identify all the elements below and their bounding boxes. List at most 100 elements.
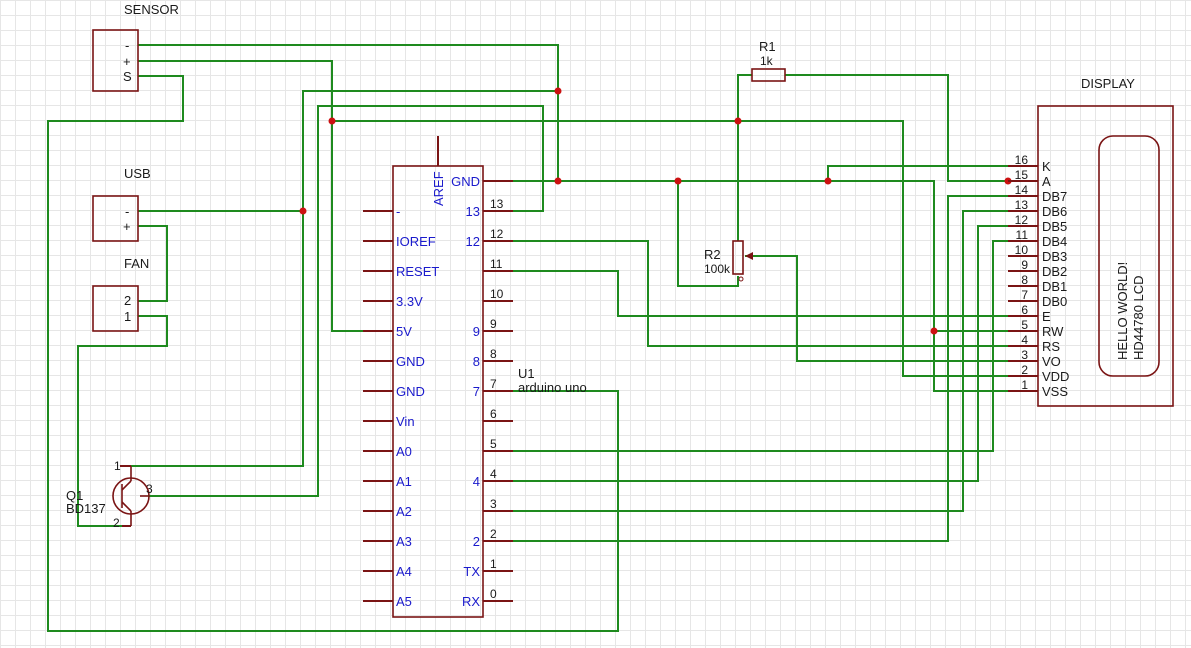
display-pin-label: DB4: [1042, 234, 1067, 249]
display-pin-number: 14: [1015, 183, 1029, 197]
u1-left-pin-label: A0: [396, 444, 412, 459]
display-pin-number: 4: [1021, 333, 1028, 347]
q1-ref: Q1: [66, 488, 83, 503]
display-title: DISPLAY: [1081, 76, 1135, 91]
wire-r2-vo: [745, 255, 1038, 362]
fan-pin-label: 2: [124, 293, 131, 308]
usb-body: [92, 195, 139, 242]
u1-right-pin-label: 13: [466, 204, 480, 219]
u1-right-pin-number: 13: [490, 197, 504, 211]
wire-usb-minus: [120, 210, 304, 467]
wire-fan-q1: [77, 315, 168, 527]
u1-right-pin-number: 2: [490, 527, 497, 541]
display-pin-number: 13: [1015, 198, 1029, 212]
u1-left-pin-label: Vin: [396, 414, 415, 429]
r1-value: 1k: [760, 54, 774, 68]
display-pin-number: 10: [1015, 243, 1029, 257]
u1-left-pin-label: IOREF: [396, 234, 436, 249]
wire-5v-rail: [332, 120, 1038, 377]
u1-right-pin-number: 0: [490, 587, 497, 601]
display-pin-label: DB7: [1042, 189, 1067, 204]
r1-ref: R1: [759, 39, 776, 54]
usb-pin-label: -: [125, 204, 129, 219]
u1-right-pin-label: RX: [462, 594, 480, 609]
wire-r1-5v: [737, 74, 752, 241]
display-pin-label: DB3: [1042, 249, 1067, 264]
display-pin-label: VDD: [1042, 369, 1069, 384]
q1-value: BD137: [66, 501, 106, 516]
display-pin-label: DB0: [1042, 294, 1067, 309]
display-pin-label: RW: [1042, 324, 1064, 339]
display-pin-number: 11: [1016, 228, 1029, 242]
u1-left-pin-label: GND: [396, 354, 425, 369]
r2-potentiometer[interactable]: R2 100k: [704, 240, 753, 282]
q1-lead: [121, 480, 132, 491]
sensor-title: SENSOR: [124, 2, 179, 17]
wire-pin12-rs: [513, 240, 1038, 347]
fan-title: FAN: [124, 256, 149, 271]
u1-right-pin-number: 6: [490, 407, 497, 421]
junction-dot: [824, 177, 832, 185]
display-pin-number: 9: [1021, 258, 1028, 272]
usb-pin-label: +: [123, 219, 131, 234]
wire-gnd-rail: [302, 90, 558, 211]
u1-right-pin-label: 4: [473, 474, 480, 489]
fan-pin-label: 1: [124, 309, 131, 324]
u1-left-pin-label: -: [396, 204, 400, 219]
junction-dot: [299, 207, 307, 215]
display-pin-label: DB2: [1042, 264, 1067, 279]
junction-dot: [554, 177, 562, 185]
display-pin-label: VSS: [1042, 384, 1068, 399]
q1-pin-label: 2: [113, 516, 120, 530]
u1-left-pin-label: RESET: [396, 264, 439, 279]
u1-right-pin-number: 7: [490, 377, 497, 391]
wire-sensor-signal: [47, 75, 619, 632]
u1-right-pin-label: 12: [466, 234, 480, 249]
u1-left-pin-label: A4: [396, 564, 412, 579]
r1-body: [751, 68, 786, 82]
u1-left-pin-label: GND: [396, 384, 425, 399]
u1-right-pin-number: 10: [490, 287, 504, 301]
r2-value: 100k: [704, 262, 731, 276]
display-pin-number: 16: [1015, 153, 1029, 167]
q1-transistor[interactable]: 1 2 3 Q1 BD137: [66, 459, 153, 530]
u1-left-pin-label: A5: [396, 594, 412, 609]
u1-right-pin-number: 5: [490, 437, 497, 451]
u1-right-pin-label: 8: [473, 354, 480, 369]
display-pin-number: 3: [1021, 348, 1028, 362]
display-screen: [1098, 135, 1160, 377]
display-pin-label: DB1: [1042, 279, 1067, 294]
display-pin-number: 2: [1021, 363, 1028, 377]
usb-connector[interactable]: USB - +: [92, 166, 151, 242]
u1-left-pin-label: 3.3V: [396, 294, 423, 309]
u1-left-pin-label: A1: [396, 474, 412, 489]
u1-right-pin-number: 8: [490, 347, 497, 361]
display-text-line2: HD44780 LCD: [1131, 275, 1146, 360]
wire-sensor-plus: [138, 60, 393, 332]
display-pin-label: RS: [1042, 339, 1060, 354]
r1-resistor[interactable]: R1 1k: [751, 39, 786, 82]
u1-ref: U1: [518, 366, 535, 381]
fan-connector[interactable]: FAN 2 1: [92, 256, 149, 332]
wire-pin4-db5: [513, 225, 1038, 482]
fan-body: [92, 285, 139, 332]
sensor-connector[interactable]: SENSOR - + S: [92, 2, 179, 92]
sensor-pin-label: -: [125, 38, 129, 53]
display-pin-number: 6: [1021, 303, 1028, 317]
wire-pin11-e: [513, 270, 1038, 317]
u1-right-pin-number: 3: [490, 497, 497, 511]
u1-right-pin-label: 9: [473, 324, 480, 339]
wire-k-gnd: [827, 165, 1038, 181]
u1-value: arduino uno: [518, 380, 587, 395]
sensor-pin-label: +: [123, 54, 131, 69]
wire-r1-a: [785, 74, 1038, 182]
display-pin-label: E: [1042, 309, 1051, 324]
junction-dot: [674, 177, 682, 185]
display-pin-number: 8: [1021, 273, 1028, 287]
u1-arduino[interactable]: AREF U1 arduino uno -IOREFRESET3.3V5VGND…: [363, 136, 587, 618]
